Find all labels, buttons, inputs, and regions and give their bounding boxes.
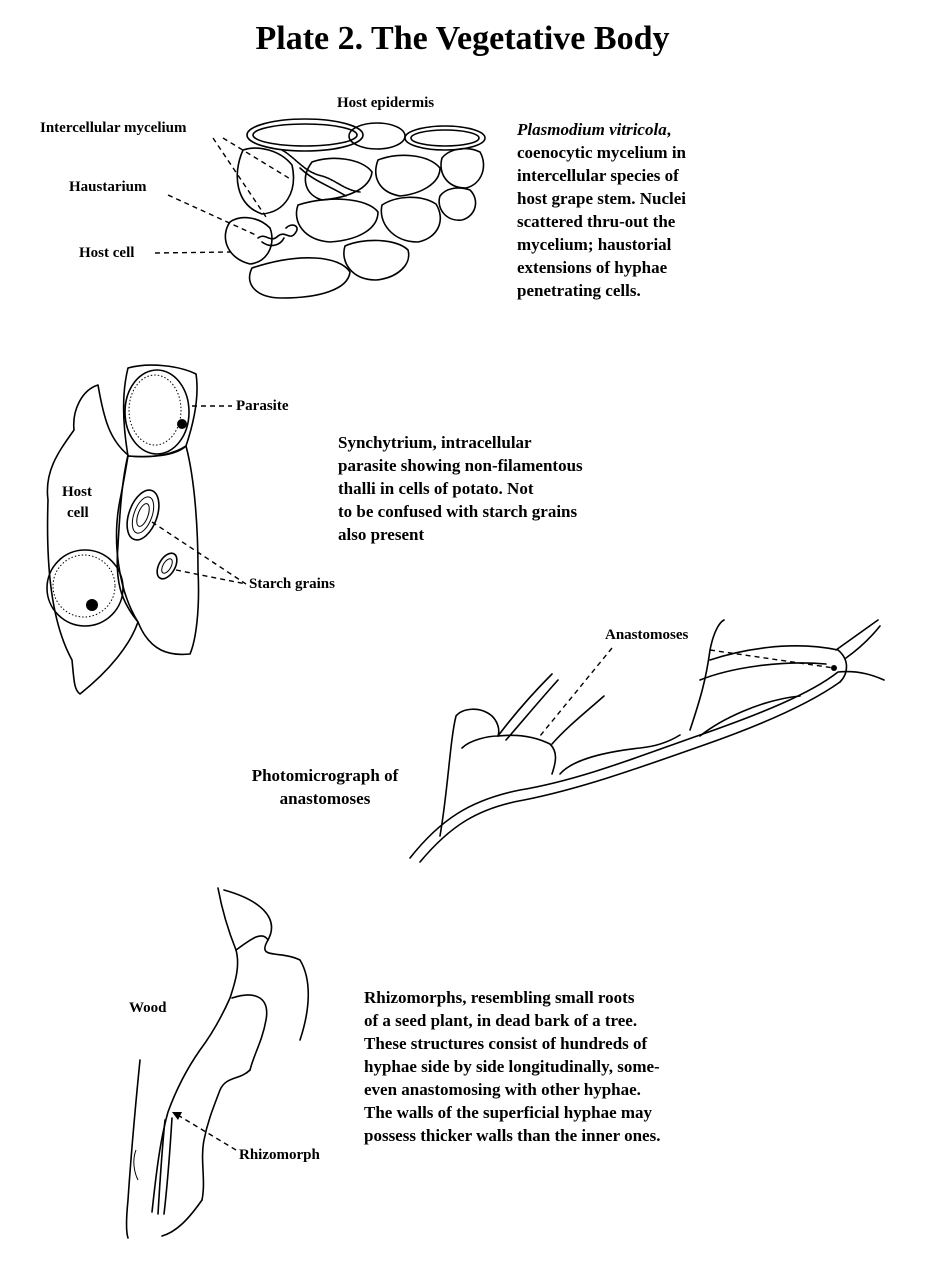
caption-line: Synchytrium, intracellular <box>338 431 583 454</box>
grape-stem-tissue-drawing <box>155 119 485 298</box>
anastomoses-drawing <box>410 620 884 862</box>
caption-line: mycelium; haustorial <box>517 233 686 256</box>
caption-line: Rhizomorphs, resembling small roots <box>364 986 660 1009</box>
caption-line: intercellular species of <box>517 164 686 187</box>
label-host-cell-line-1: Host <box>62 484 92 501</box>
label-starch-grains: Starch grains <box>249 576 335 593</box>
caption-line: even anastomosing with other hyphae. <box>364 1078 660 1101</box>
label-parasite: Parasite <box>236 398 288 415</box>
caption-photomicrograph: Photomicrograph of anastomoses <box>240 764 410 810</box>
caption-synchytrium: Synchytrium, intracellular parasite show… <box>338 431 583 546</box>
species-name: Plasmodium vitricola <box>517 120 667 139</box>
caption-text: , <box>667 120 671 139</box>
label-wood: Wood <box>129 1000 167 1017</box>
label-anastomoses: Anastomoses <box>605 627 688 644</box>
label-intercellular-mycelium: Intercellular mycelium <box>40 120 187 137</box>
caption-plasmodium: Plasmodium vitricola, coenocytic myceliu… <box>517 118 686 302</box>
label-host-cell: Host cell <box>79 245 134 262</box>
caption-line: to be confused with starch grains <box>338 500 583 523</box>
caption-line: also present <box>338 523 583 546</box>
caption-line: scattered thru-out the <box>517 210 686 233</box>
caption-line: host grape stem. Nuclei <box>517 187 686 210</box>
caption-plasmodium-line-1: Plasmodium vitricola, <box>517 118 686 141</box>
caption-line: extensions of hyphae <box>517 256 686 279</box>
rhizomorph-drawing <box>127 888 309 1238</box>
label-host-cell-line-2: cell <box>67 505 89 522</box>
caption-line: The walls of the superficial hyphae may <box>364 1101 660 1124</box>
caption-line: possess thicker walls than the inner one… <box>364 1124 660 1147</box>
potato-cells-drawing <box>47 365 246 694</box>
caption-line: Photomicrograph of <box>240 764 410 787</box>
label-host-epidermis: Host epidermis <box>337 95 434 112</box>
caption-line: penetrating cells. <box>517 279 686 302</box>
caption-line: anastomoses <box>240 787 410 810</box>
caption-line: parasite showing non-filamentous <box>338 454 583 477</box>
caption-rhizomorphs: Rhizomorphs, resembling small roots of a… <box>364 986 660 1147</box>
caption-line: of a seed plant, in dead bark of a tree. <box>364 1009 660 1032</box>
label-rhizomorph: Rhizomorph <box>239 1147 320 1164</box>
label-haustarium: Haustarium <box>69 179 147 196</box>
caption-line: thalli in cells of potato. Not <box>338 477 583 500</box>
caption-line: coenocytic mycelium in <box>517 141 686 164</box>
caption-line: hyphae side by side longitudinally, some… <box>364 1055 660 1078</box>
caption-line: These structures consist of hundreds of <box>364 1032 660 1055</box>
